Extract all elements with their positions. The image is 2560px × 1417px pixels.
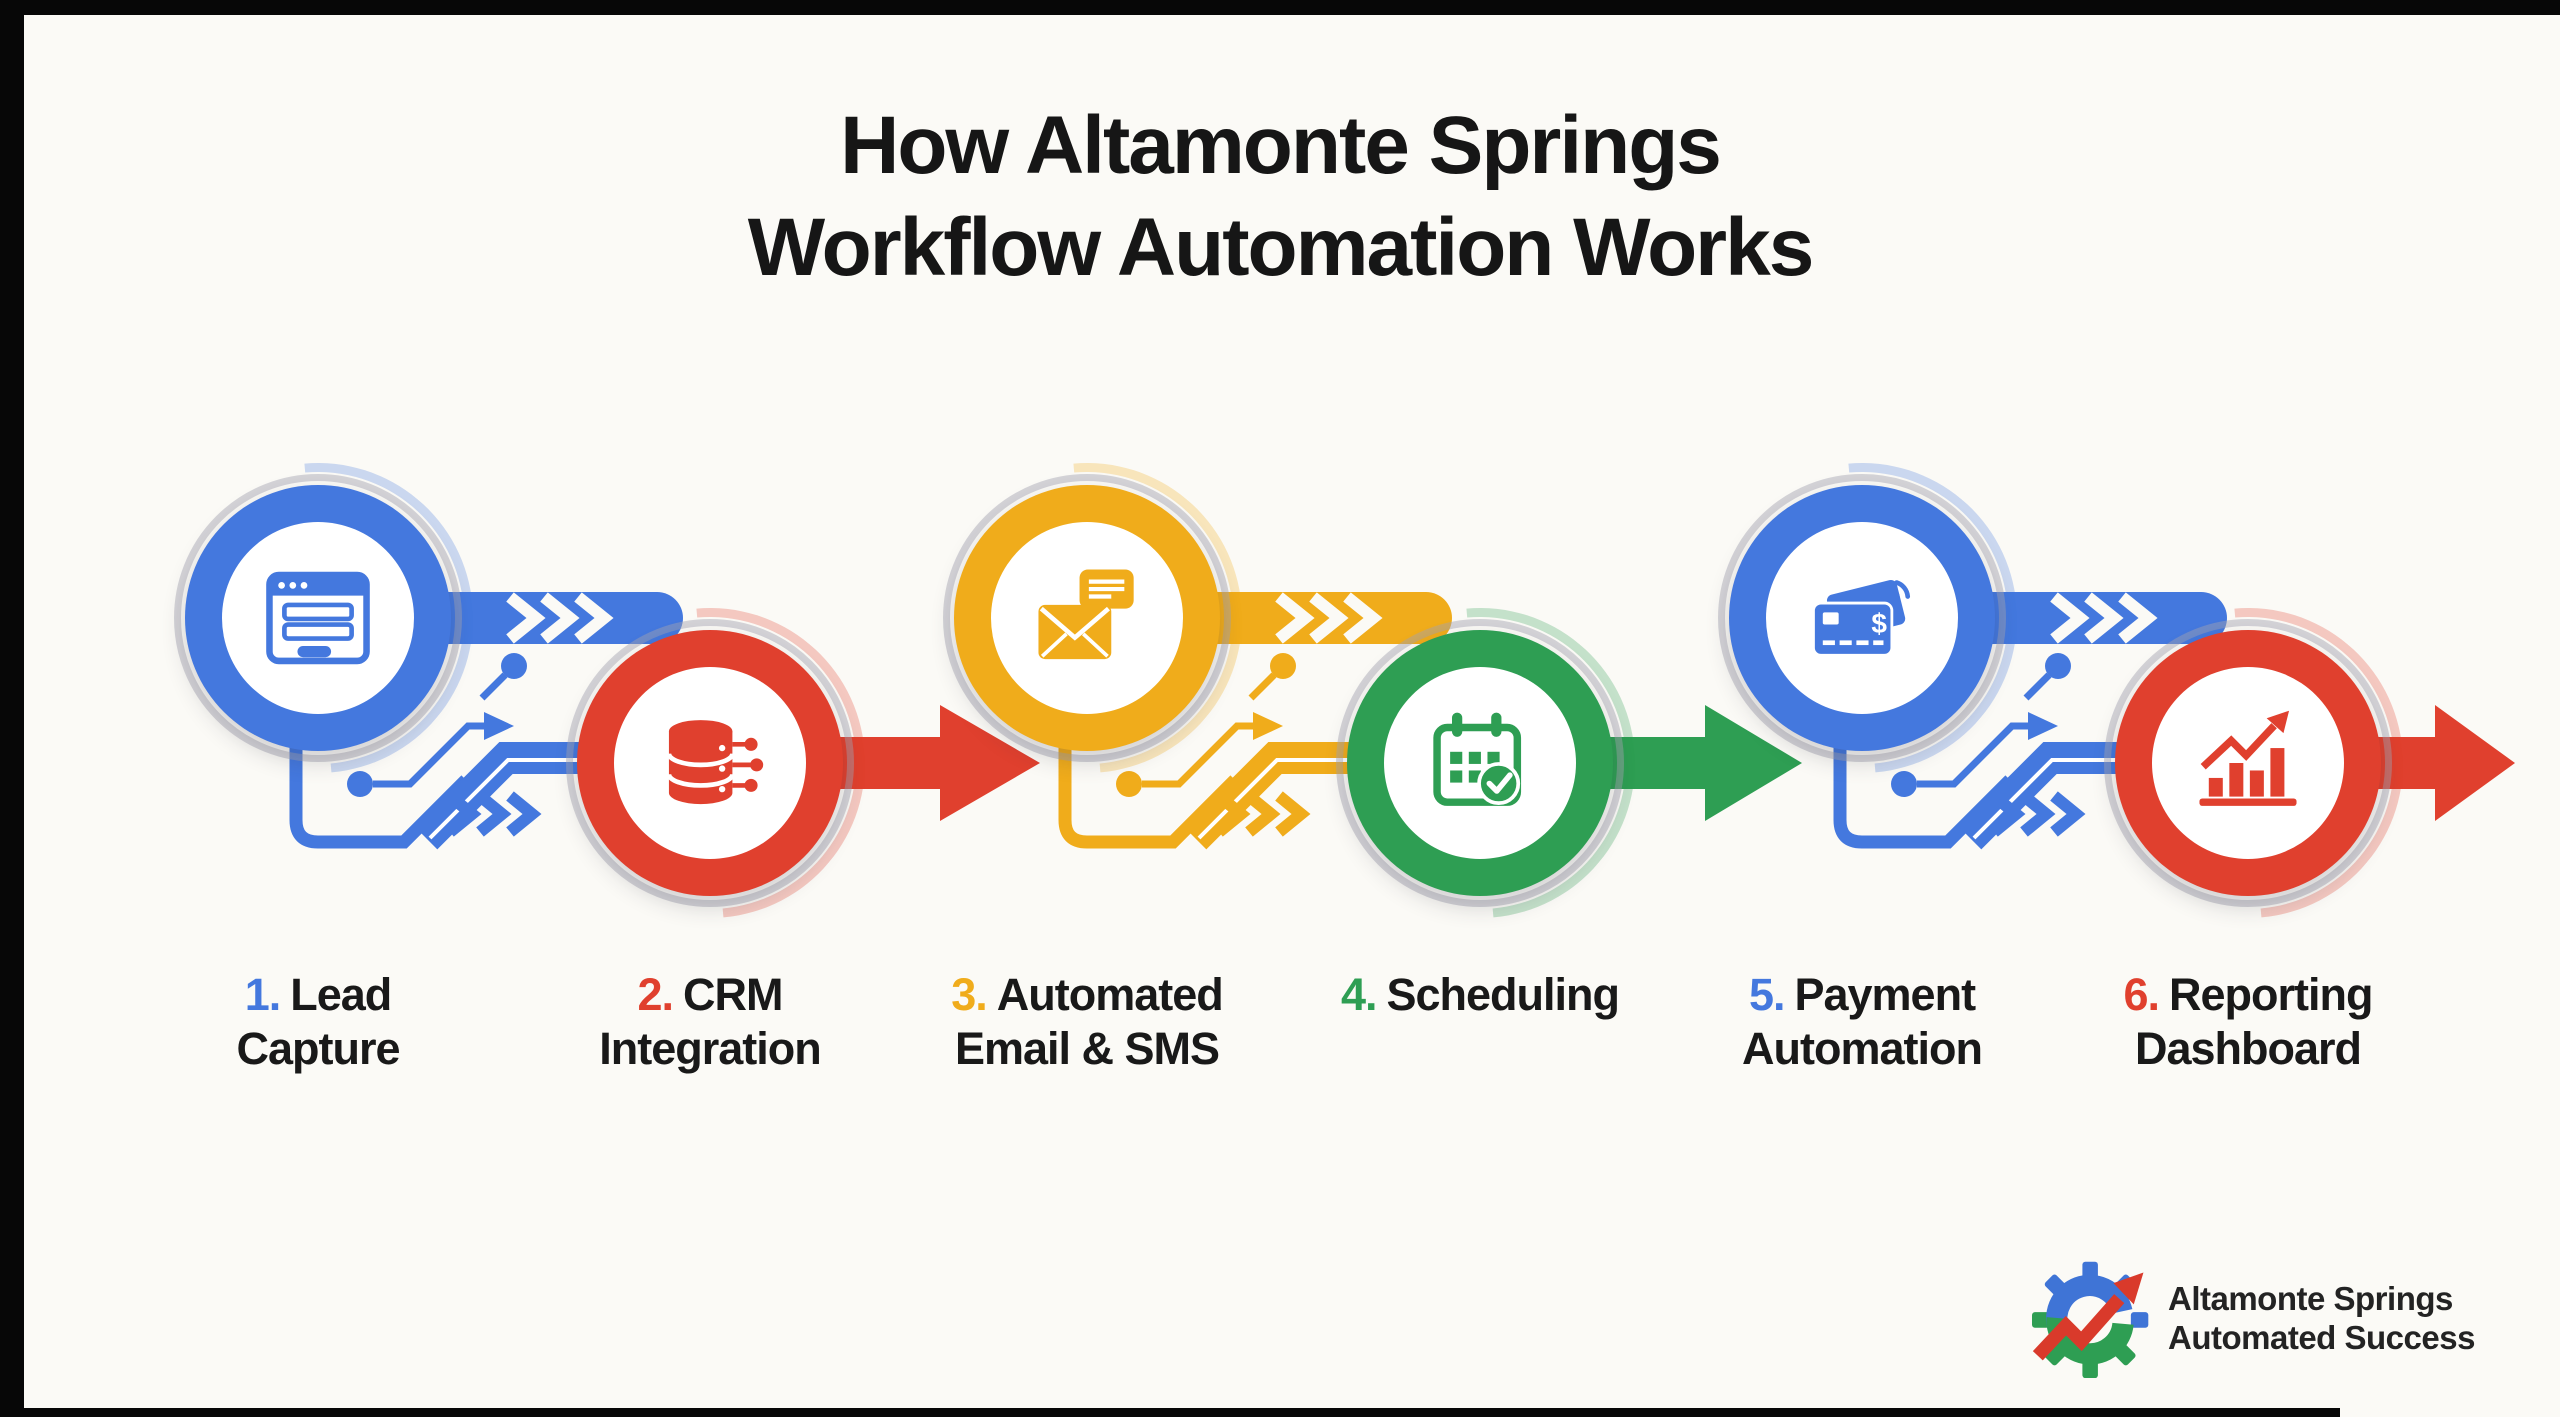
- step-title-line1: CRM: [683, 969, 783, 1020]
- medallion-disc: [991, 522, 1183, 714]
- step-title-line1: Automated: [996, 969, 1224, 1020]
- medallion-halo-ring: [566, 619, 854, 907]
- step-title-line1: Payment: [1794, 969, 1976, 1020]
- step-medallion-4: [1261, 544, 1699, 982]
- medallion-halo-ring: [174, 474, 462, 762]
- step-label-4: 4.Scheduling: [1290, 968, 1670, 1022]
- brand-logo: Altamonte Springs Automated Success: [2032, 1258, 2475, 1378]
- payment-card-icon: $: [1812, 577, 1911, 657]
- medallion-disc: [614, 667, 806, 859]
- step-title-line1: Lead: [290, 969, 392, 1020]
- medallion-halo-ring: [1718, 474, 2006, 762]
- step-medallion-5: $: [1643, 399, 2081, 837]
- frame-bar-top: [0, 0, 2560, 15]
- step-label-3: 3.Automated Email & SMS: [897, 968, 1277, 1076]
- step-title-line1: Reporting: [2169, 969, 2373, 1020]
- step-label-6: 6.Reporting Dashboard: [2058, 968, 2438, 1076]
- step-number: 4.: [1340, 969, 1378, 1020]
- flow-arrow: [805, 705, 1040, 821]
- step-label-line1: 4.Scheduling: [1290, 968, 1670, 1022]
- browser-form-icon: [266, 571, 370, 665]
- email-sms-icon: [1038, 569, 1134, 660]
- step-label-line1: 3.Automated: [897, 968, 1277, 1022]
- flow-arrow: [2343, 705, 2515, 821]
- page-title-line2: Workflow Automation Works: [747, 202, 1815, 293]
- step-medallion-2: [491, 544, 929, 982]
- medallion-halo-ring: [1336, 619, 1624, 907]
- step-label-line1: 2.CRM: [520, 968, 900, 1022]
- step-medallion-6: [2029, 544, 2467, 982]
- page-title: How Altamonte Springs Workflow Automatio…: [0, 95, 2560, 299]
- frame-bar-left: [0, 0, 24, 1417]
- step-title-line2: Capture: [236, 1023, 400, 1074]
- flow-arrow: [1575, 705, 1802, 821]
- step-medallion-1: [99, 399, 537, 837]
- medallion-halo-ring: [943, 474, 1231, 762]
- circuit-trace-motif: [1833, 653, 2144, 850]
- step-number: 6.: [2123, 969, 2160, 1020]
- step-label-2: 2.CRM Integration: [520, 968, 900, 1076]
- step-label-line1: 1.Lead: [128, 968, 508, 1022]
- step-number: 3.: [951, 969, 988, 1020]
- page-title-line1: How Altamonte Springs: [840, 100, 1722, 191]
- calendar-check-icon: [1433, 712, 1522, 806]
- medallion-halo-ring: [2104, 619, 2392, 907]
- brand-name-line2: Automated Success: [2168, 1319, 2475, 1356]
- step-title-line2: Dashboard: [2134, 1023, 2362, 1074]
- medallion-disc: [1384, 667, 1576, 859]
- medallion-disc: [222, 522, 414, 714]
- step-label-line1: 5.Payment: [1672, 968, 2052, 1022]
- gear-growth-arrow-icon: [2032, 1261, 2149, 1378]
- step-title-line2: Email & SMS: [954, 1023, 1220, 1074]
- step-medallion-3: [868, 399, 1306, 837]
- step-number: 1.: [244, 969, 282, 1020]
- svg-text:$: $: [1871, 608, 1887, 639]
- brand-logo-text: Altamonte Springs Automated Success: [2168, 1279, 2475, 1357]
- step-title-line1: Scheduling: [1386, 969, 1621, 1020]
- step-label-line1: 6.Reporting: [2058, 968, 2438, 1022]
- step-label-1: 1.Lead Capture: [128, 968, 508, 1076]
- frame-bar-bottom: [0, 1408, 2340, 1417]
- step-title-line2: Automation: [1742, 1023, 1983, 1074]
- step-label-5: 5.Payment Automation: [1672, 968, 2052, 1076]
- step-title-line2: Integration: [599, 1023, 822, 1074]
- step-number: 5.: [1748, 969, 1786, 1020]
- medallion-disc: [2152, 667, 2344, 859]
- database-icon: [666, 720, 764, 805]
- medallion-disc: $: [1766, 522, 1958, 714]
- step-number: 2.: [637, 969, 674, 1020]
- bar-chart-growth-icon: [2199, 710, 2297, 806]
- brand-name-line1: Altamonte Springs: [2168, 1280, 2453, 1317]
